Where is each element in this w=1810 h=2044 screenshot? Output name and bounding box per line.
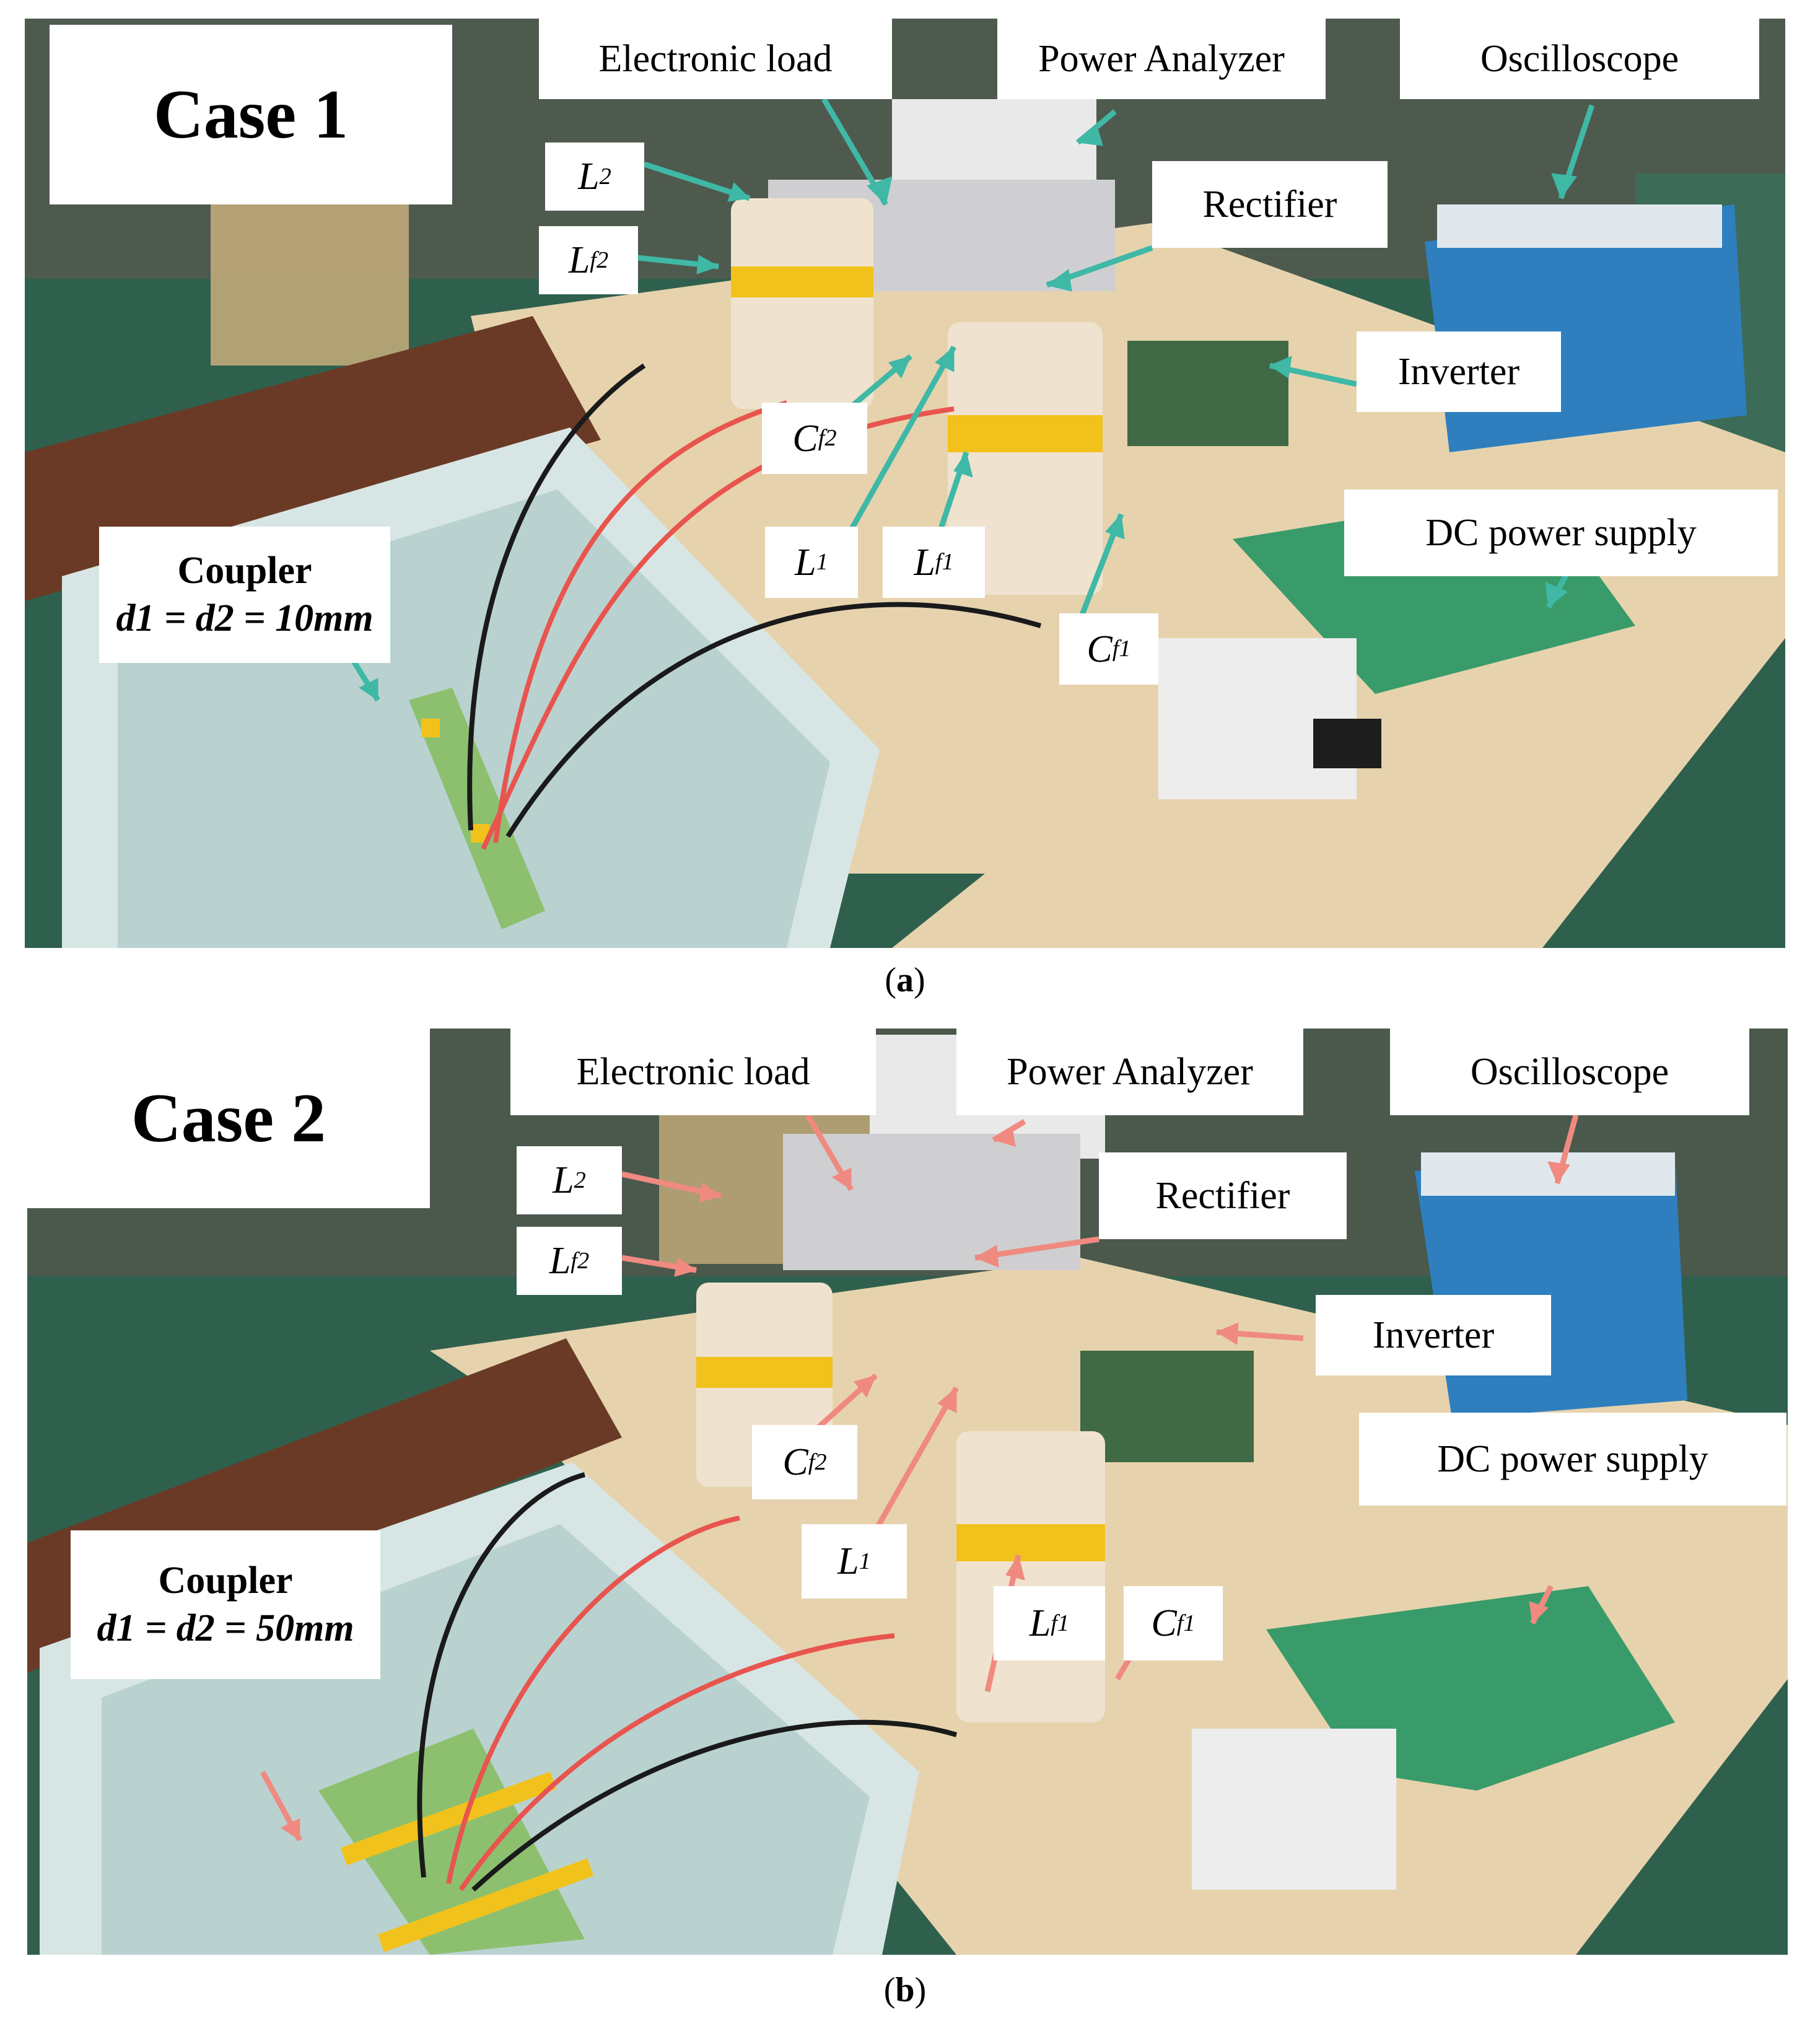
- inverter-label: Inverter: [1316, 1295, 1551, 1375]
- caption-b-letter: b: [895, 1971, 915, 2009]
- electronic-load-label: Electronic load: [539, 19, 892, 99]
- photo-panel-a: Case 1 Electronic load Power Analyzer Os…: [25, 19, 1785, 948]
- power-analyzer-label: Power Analyzer: [956, 1029, 1303, 1115]
- caption-a: (a): [885, 961, 925, 999]
- case-label: Case 2: [27, 1029, 430, 1208]
- coupler-title: Coupler: [158, 1559, 293, 1602]
- oscilloscope-label: Oscilloscope: [1390, 1029, 1749, 1115]
- power-analyzer-label: Power Analyzer: [997, 19, 1326, 99]
- rectifier-label: Rectifier: [1152, 161, 1388, 248]
- caption-b: (b): [883, 1971, 927, 2009]
- photo-panel-b: Case 2 Electronic load Power Analyzer Os…: [27, 1029, 1788, 1955]
- electronic-load-label: Electronic load: [510, 1029, 876, 1115]
- dc-power-supply-label: DC power supply: [1359, 1413, 1786, 1506]
- coupler-distance: d1 = d2 = 10mm: [116, 597, 374, 639]
- coupler-title: Coupler: [177, 549, 312, 592]
- oscilloscope-label: Oscilloscope: [1400, 19, 1759, 99]
- dc-power-supply-label: DC power supply: [1344, 489, 1778, 576]
- case-label: Case 1: [50, 25, 452, 204]
- annotation-arrows-a: [344, 97, 1595, 702]
- caption-a-letter: a: [896, 961, 914, 999]
- coupler-label: Coupler d1 = d2 = 10mm: [99, 527, 390, 663]
- coupler-distance: d1 = d2 = 50mm: [97, 1607, 354, 1649]
- coupler-label: Coupler d1 = d2 = 50mm: [71, 1530, 380, 1679]
- inverter-label: Inverter: [1357, 331, 1561, 412]
- rectifier-label: Rectifier: [1099, 1152, 1347, 1239]
